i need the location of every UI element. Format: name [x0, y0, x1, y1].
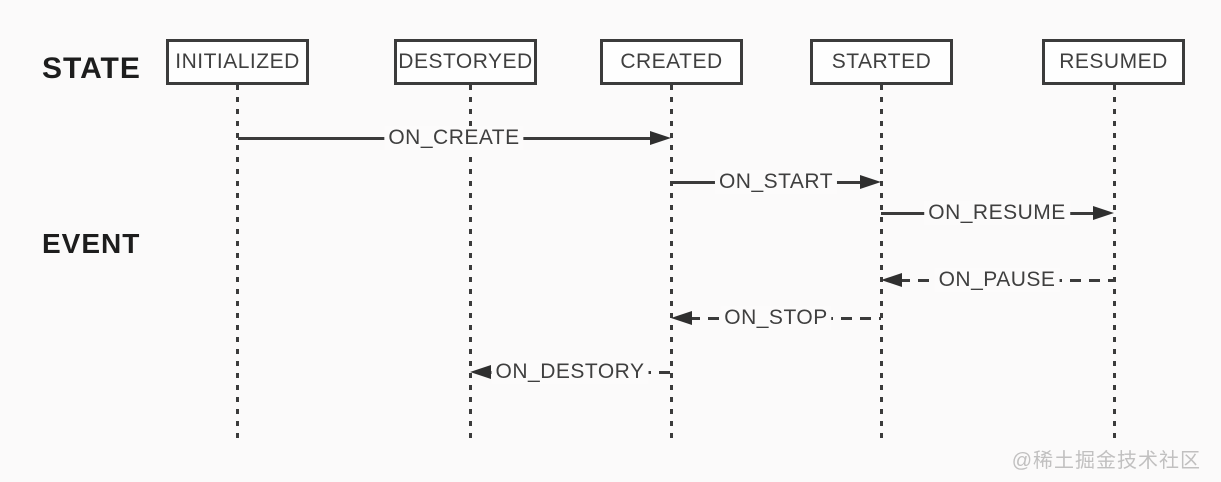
- event-label-on-resume: ON_RESUME: [924, 201, 1070, 225]
- state-box-label: RESUMED: [1059, 50, 1168, 73]
- arrow-head-left-icon: [881, 273, 902, 287]
- event-label-on-destory: ON_DESTORY: [491, 360, 649, 384]
- arrow-head-right-icon: [1093, 206, 1114, 220]
- lifeline-destoryed: [469, 85, 472, 443]
- event-row-label: EVENT: [42, 228, 141, 259]
- state-box-label: INITIALIZED: [175, 50, 300, 73]
- state-box-label: STARTED: [831, 50, 932, 73]
- state-box-created: CREATED: [600, 39, 743, 85]
- event-label-on-pause: ON_PAUSE: [934, 268, 1060, 292]
- state-box-destoryed: DESTORYED: [394, 39, 537, 85]
- event-label-on-create: ON_CREATE: [384, 126, 524, 150]
- state-box-label: DESTORYED: [398, 50, 533, 73]
- state-box-resumed: RESUMED: [1042, 39, 1185, 85]
- arrow-head-right-icon: [650, 131, 671, 145]
- event-label-on-stop: ON_STOP: [720, 306, 832, 330]
- lifeline-resumed: [1113, 85, 1116, 443]
- lifeline-started: [880, 85, 883, 443]
- arrow-head-left-icon: [671, 311, 692, 325]
- lifeline-initialized: [236, 85, 239, 443]
- arrow-head-right-icon: [860, 175, 881, 189]
- watermark: @稀土掘金技术社区: [1011, 450, 1201, 472]
- lifeline-created: [670, 85, 673, 443]
- event-label-on-start: ON_START: [714, 170, 838, 194]
- state-box-initialized: INITIALIZED: [166, 39, 309, 85]
- state-box-label: CREATED: [620, 50, 723, 73]
- state-box-started: STARTED: [810, 39, 953, 85]
- arrow-head-left-icon: [470, 365, 491, 379]
- state-row-label: STATE: [42, 52, 141, 85]
